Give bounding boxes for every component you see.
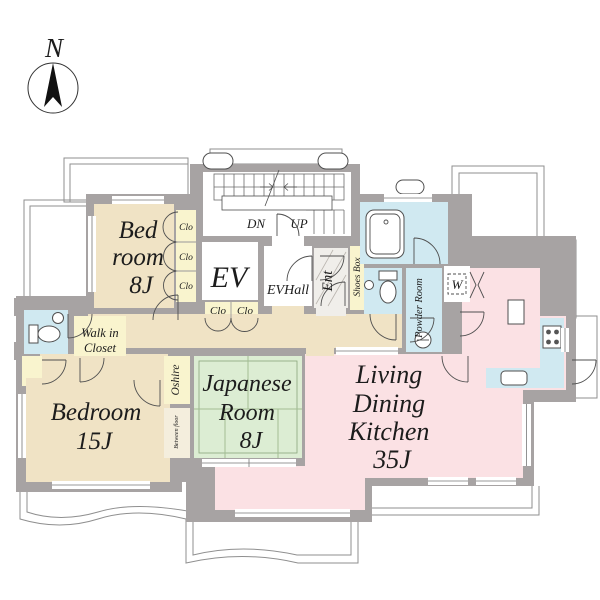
labels: Bed room 8J Clo Clo Clo Clo Clo EV DN UP… [51,216,464,474]
compass: N [27,33,79,114]
elevator [202,242,258,300]
oshire-floor [164,356,190,404]
bedroom8-label-2: room [112,244,164,271]
corridor-ldk-opening [306,346,334,356]
evhall-label: EVHall [266,283,309,298]
bedroom8-closets [176,210,196,302]
entrance-label: Ent [320,270,336,293]
elevator-hall [264,246,312,306]
bathroom-door [413,237,441,265]
toilet-right-fixture [364,270,398,304]
stairs-down-label: DN [246,216,266,231]
evhall-door [286,255,313,282]
elevator-label: EV [210,261,251,294]
bathtub [365,209,405,259]
clo-label-3: Clo [179,282,193,292]
bedroom15-door [133,379,161,407]
closet-door-3 [163,270,179,301]
doors [41,211,597,407]
laundry-door [441,355,469,383]
powder-room-label: Powder Room [414,278,425,339]
walkin-label-1: Walk in [81,326,118,340]
toilet-left-door [67,313,93,339]
corridor [88,314,402,348]
ldk-label-1: Living [355,360,422,389]
clo-label-1: Clo [179,223,193,233]
entrance-step [316,306,346,316]
oshire-label: Oshire [170,365,182,396]
clo-label-2: Clo [179,253,193,263]
bedroom15-floor [26,378,170,482]
kitchen-cabinet [507,299,525,325]
stair-door [276,213,300,237]
powder-door [409,317,435,343]
bedroom15-door-2 [41,359,67,385]
entrance-tile-hatch [315,249,347,307]
kitchen-balcony-door [571,359,597,385]
bifold-closet-doors [469,271,485,299]
closet-door-1 [162,211,179,243]
stair-passage [272,236,304,248]
compass-needle-icon [44,63,62,107]
windows [18,194,569,517]
between-floor-label: Between floor [173,415,180,449]
closet-door-2 [163,241,179,272]
tatami-grid [194,356,302,458]
staircase [213,169,345,234]
walkin-closet-floor [74,316,126,356]
kitchen-sink [500,370,528,386]
washer-label: W [452,277,464,292]
bedroom8-door [152,294,179,321]
walkin-label-2: Closet [84,341,116,355]
entrance-door-1 [319,255,345,281]
entrance-door-2 [320,281,346,307]
shoes-box-label: Shoes Box [353,257,363,297]
hall-closet-door-1 [204,317,232,332]
bedroom15-label-2: 15J [76,428,114,455]
japanese-label-3: 8J [240,428,264,454]
ldk-floor-bottom [215,466,365,510]
kitchen-stove [542,325,562,349]
toilet-right-door [369,313,397,341]
clo-label-5: Clo [237,305,253,317]
bedroom15-label-1: Bedroom [51,399,142,426]
clo-label-4: Clo [210,305,226,317]
japanese-label-1: Japanese [202,371,292,397]
north-label: N [44,33,65,63]
bedroom8-label-3: 8J [129,272,155,299]
stairs-up-label: UP [290,216,307,231]
walkin-door [79,357,105,383]
ldk-label-4: 35J [372,445,412,474]
evhall-passage [272,306,304,316]
ldk-label-3: Kitchen [348,417,430,446]
japanese-label-2: Room [218,400,275,426]
toilet-left-fixture [28,312,64,344]
bedroom8-floor [94,204,174,308]
dining-nook-door [459,311,485,337]
facade-pillars [202,152,425,195]
between-floor [164,408,190,458]
ldk-floor-main [305,354,462,478]
ldk-label-2: Dining [352,389,425,418]
bedroom8-label-1: Bed [119,217,158,244]
washing-machine [447,273,467,295]
hall-closet-door-2 [230,317,259,332]
